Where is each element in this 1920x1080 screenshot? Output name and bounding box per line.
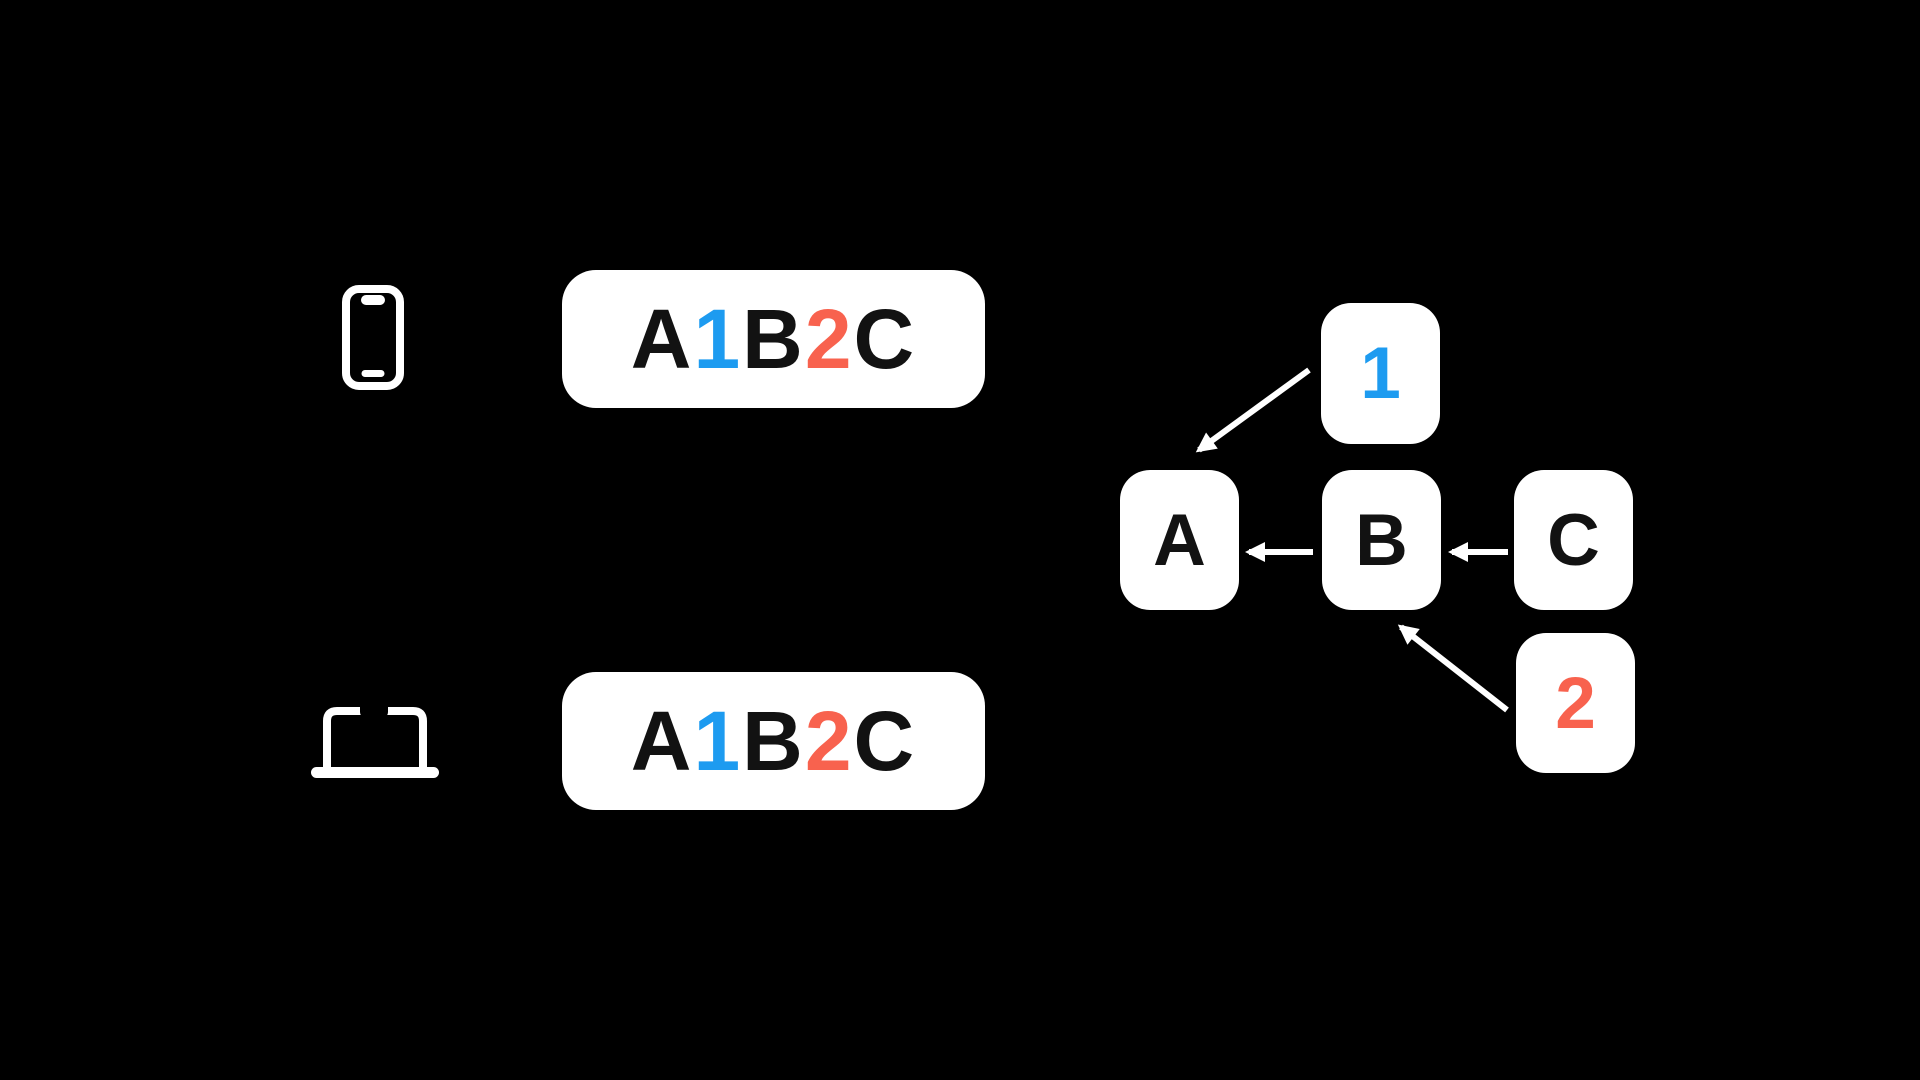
sequence-letter: C xyxy=(853,694,917,788)
node-label: 2 xyxy=(1555,662,1596,744)
sequence-letter: 2 xyxy=(804,694,854,788)
node-b: B xyxy=(1322,470,1441,610)
sequence-letter: A xyxy=(630,292,694,386)
node-label: 1 xyxy=(1360,333,1401,414)
node-c: C xyxy=(1514,470,1633,610)
node-2: 2 xyxy=(1516,633,1635,773)
node-label: A xyxy=(1153,499,1206,581)
laptop-icon xyxy=(311,705,439,779)
node-1: 1 xyxy=(1321,303,1440,444)
sequence-letter: 2 xyxy=(804,292,854,386)
smartphone-icon xyxy=(342,285,404,390)
sequence-letter: A xyxy=(630,694,694,788)
node-label: B xyxy=(1355,499,1408,581)
arrow-1-to-a xyxy=(1195,367,1311,453)
sequence-letter: C xyxy=(853,292,917,386)
node-a: A xyxy=(1120,470,1239,610)
node-label: C xyxy=(1547,499,1600,581)
sequence-letter: 1 xyxy=(693,694,743,788)
sequence-letter: B xyxy=(742,292,805,386)
sequence-letter: B xyxy=(742,694,805,788)
arrow-2-to-b xyxy=(1397,624,1509,713)
sequence-letter: 1 xyxy=(693,292,743,386)
